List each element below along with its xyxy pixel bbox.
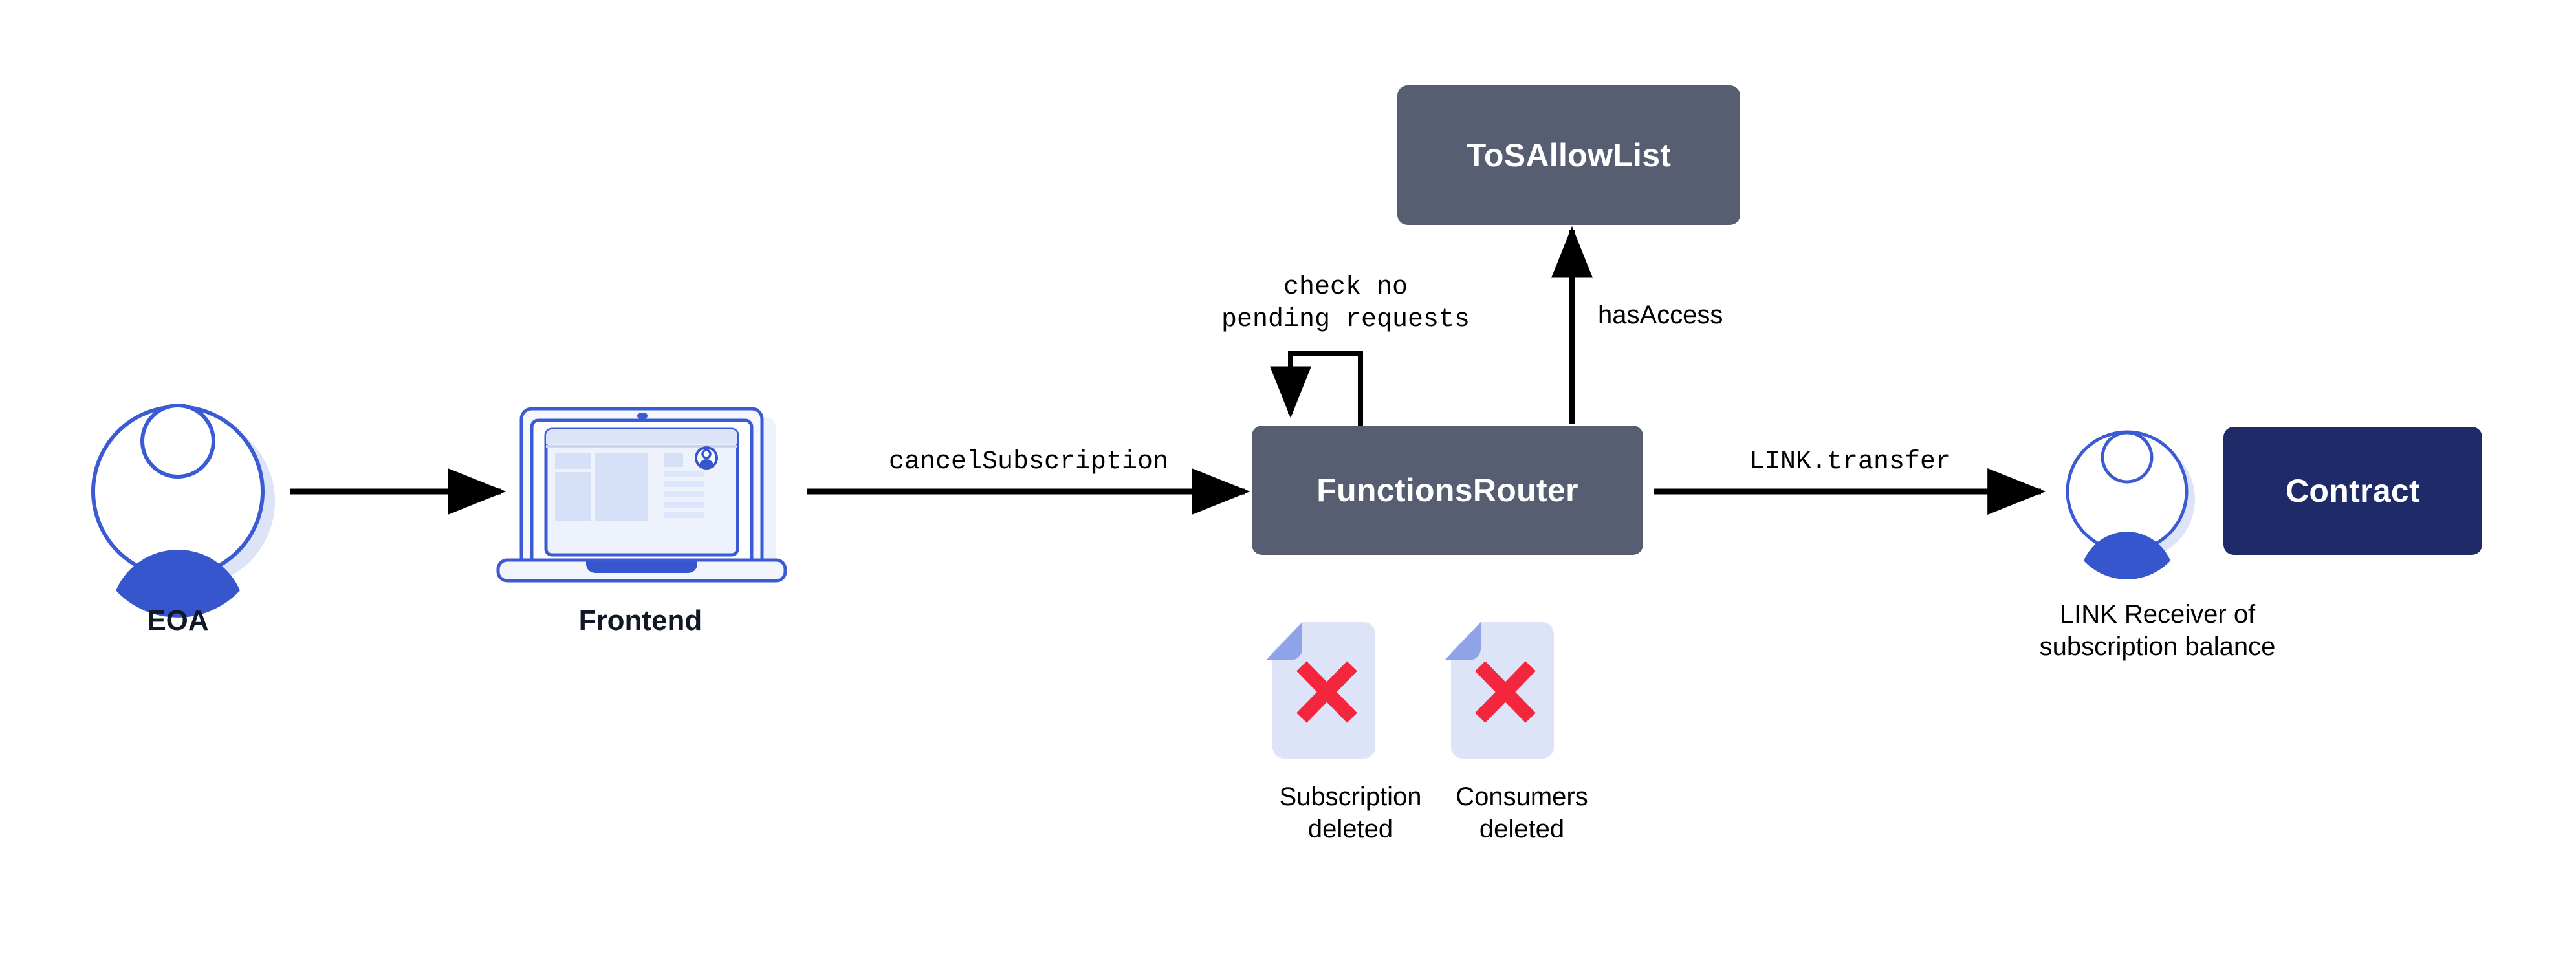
document-deleted-icon <box>1445 622 1554 759</box>
node-contract[interactable]: Contract <box>2223 427 2482 555</box>
laptop-icon <box>496 407 787 583</box>
frontend-caption: Frontend <box>578 605 703 636</box>
functions-router-label: FunctionsRouter <box>1316 472 1578 508</box>
link-receiver-avatar-icon <box>2066 430 2195 579</box>
edge-router-self-loop <box>1270 351 1363 426</box>
edge-label-check-no-pending-requests: check no pending requests <box>1221 273 1470 334</box>
edge-label-cancel-subscription: cancelSubscription <box>888 448 1169 477</box>
edge-label-has-access: hasAccess <box>1598 301 1723 329</box>
node-functions-router[interactable]: FunctionsRouter <box>1252 426 1643 555</box>
node-tos-allowlist[interactable]: ToSAllowList <box>1397 85 1740 225</box>
subscription-deleted-caption: Subscription deleted <box>1279 783 1422 843</box>
consumers-deleted-caption: Consumers deleted <box>1456 783 1588 843</box>
edge-label-link-transfer: LINK.transfer <box>1749 448 1952 477</box>
tos-allowlist-label: ToSAllowList <box>1466 137 1672 173</box>
user-avatar-icon <box>91 404 275 618</box>
link-receiver-caption: LINK Receiver of subscription balance <box>2039 600 2276 661</box>
eoa-caption: EOA <box>147 605 209 636</box>
contract-label: Contract <box>2286 473 2420 509</box>
document-deleted-icon <box>1266 622 1375 759</box>
